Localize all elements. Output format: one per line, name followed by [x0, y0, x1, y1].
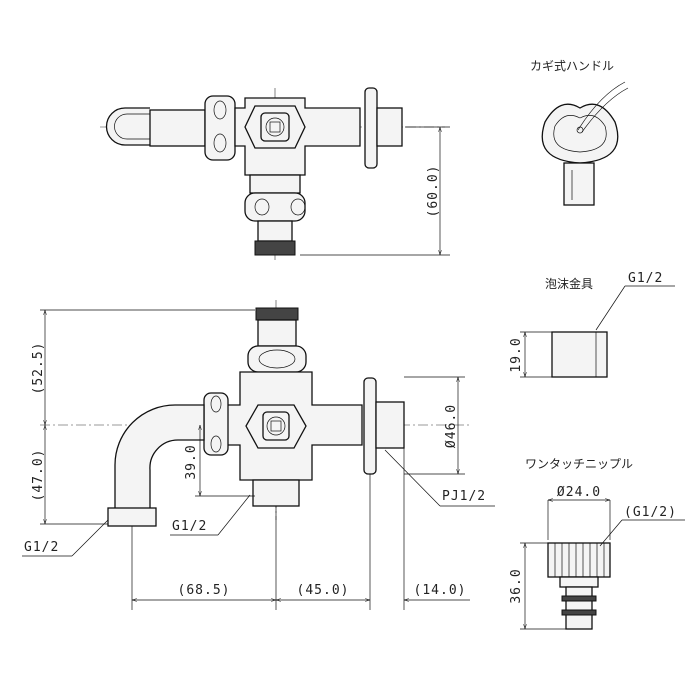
- dim-flange-dia: Ø46.0: [444, 404, 459, 448]
- dim-left-lower: (47.0): [31, 449, 46, 502]
- dim-spout-height: 39.0: [184, 444, 199, 479]
- thread-g-spout: G1/2: [24, 540, 59, 555]
- dim-bottom-a: (68.5): [178, 583, 231, 598]
- front-dimensions: (52.5) (47.0) 39.0 Ø46.0 (68.5) (45.0) (…: [22, 309, 495, 610]
- faucet-top-view: [100, 87, 445, 260]
- thread-g-mid: G1/2: [172, 519, 207, 534]
- thread-g-nipple: (G1/2): [624, 505, 677, 520]
- top-height-dimension: (60.0): [300, 126, 450, 256]
- aerator-part: 泡沫金具 19.0 G1/2: [509, 271, 675, 378]
- dim-aerator-height: 19.0: [509, 337, 524, 372]
- dim-nipple-dia: Ø24.0: [557, 485, 601, 500]
- thread-g-aerator: G1/2: [628, 271, 663, 286]
- aerator-label: 泡沫金具: [545, 276, 593, 291]
- faucet-front-view: [40, 300, 470, 527]
- dim-top-height: (60.0): [426, 165, 441, 218]
- dim-nipple-height: 36.0: [509, 568, 524, 603]
- dim-bottom-b: (45.0): [297, 583, 350, 598]
- nipple-label: ワンタッチニップル: [525, 457, 633, 471]
- dim-bottom-c: (14.0): [414, 583, 467, 598]
- key-handle-label: カギ式ハンドル: [530, 59, 614, 73]
- thread-pj: PJ1/2: [442, 489, 486, 504]
- dim-left-upper: (52.5): [31, 342, 46, 395]
- nipple-part: ワンタッチニップル Ø24.0 36.0 (G1/2): [509, 457, 685, 630]
- key-handle-part: カギ式ハンドル: [530, 59, 629, 206]
